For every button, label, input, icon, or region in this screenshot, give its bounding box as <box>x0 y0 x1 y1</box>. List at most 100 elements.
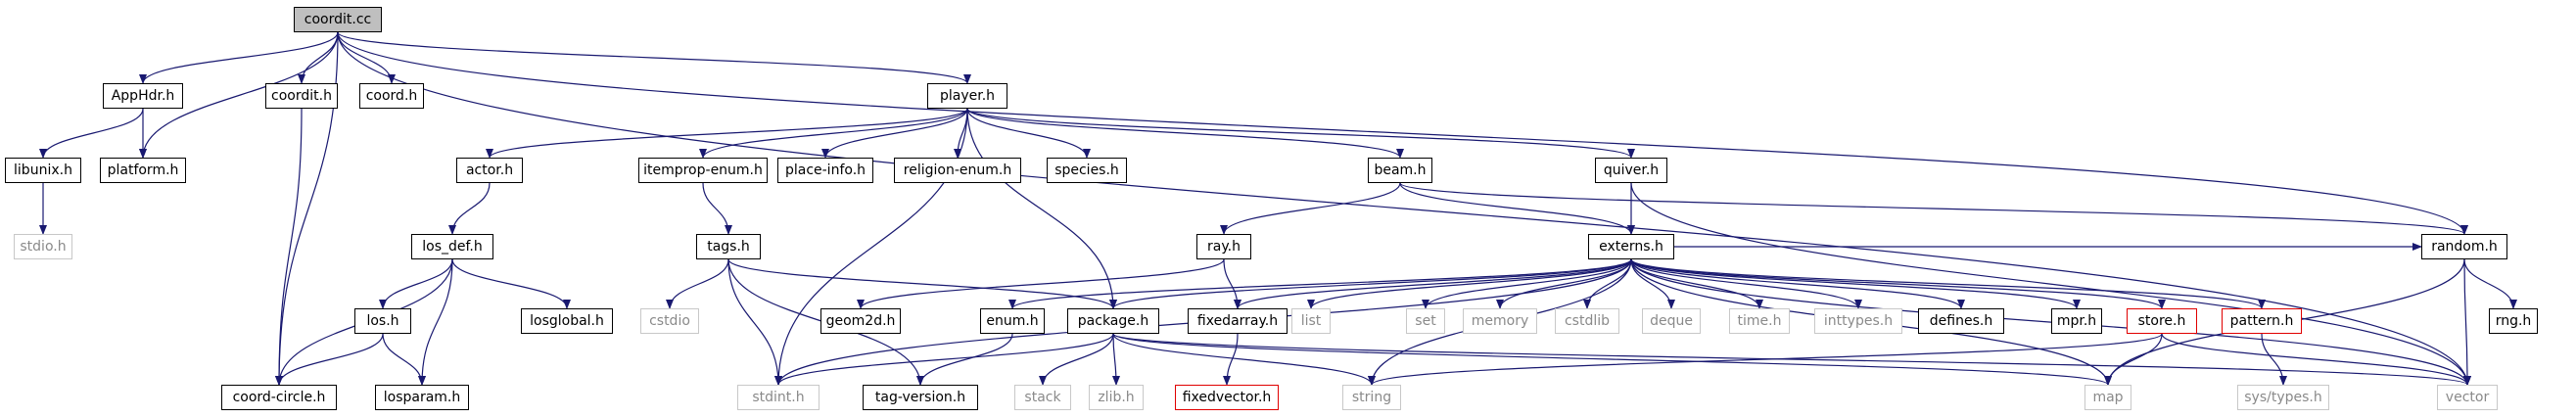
file-node-vector: vector <box>2437 385 2498 410</box>
edge-random-h-to-rng-h <box>2463 258 2517 309</box>
edge-externs-h-to-package-h <box>1109 258 1632 309</box>
file-node-mpr-h[interactable]: mpr.h <box>2051 308 2102 334</box>
file-node-coordit-cc[interactable]: coordit.cc <box>294 7 382 32</box>
edge-package-h-to-stack <box>1039 333 1114 386</box>
file-node-memory: memory <box>1463 308 1537 334</box>
edge-coordit-cc-to-player-h <box>337 31 971 84</box>
edge-externs-h-to-fixedarray-h <box>1234 258 1632 309</box>
file-node-coordit-h[interactable]: coordit.h <box>265 83 338 109</box>
edge-player-h-to-actor-h <box>486 108 968 159</box>
file-node-coord-circle-h[interactable]: coord-circle.h <box>221 385 337 410</box>
edge-tags-h-to-cstdio <box>666 258 729 309</box>
edge-pattern-h-to-sys-types-h <box>2261 333 2287 386</box>
edge-coordit-cc-to-coordit-h <box>298 31 339 84</box>
edge-random-h-to-vector <box>2462 258 2471 386</box>
edge-externs-h-to-deque <box>1630 258 1675 309</box>
edge-los-def-h-to-los-h <box>379 258 453 309</box>
file-node-package-h[interactable]: package.h <box>1067 308 1159 334</box>
file-node-sys-types-h: sys/types.h <box>2237 385 2329 410</box>
file-node-coord-h[interactable]: coord.h <box>359 83 424 109</box>
file-node-species-h[interactable]: species.h <box>1047 158 1127 183</box>
edge-itemprop-enum-h-to-tags-h <box>702 182 732 235</box>
edge-externs-h-to-vector <box>1630 258 2471 386</box>
edge-externs-h-to-mpr-h <box>1630 258 2081 309</box>
file-node-string: string <box>1342 385 1401 410</box>
file-node-actor-h[interactable]: actor.h <box>456 158 523 183</box>
edge-actor-h-to-los-def-h <box>448 182 491 235</box>
file-node-apphdr-h[interactable]: AppHdr.h <box>103 83 183 109</box>
edge-los-def-h-to-losglobal-h <box>451 258 571 309</box>
edge-enum-h-to-tag-version-h <box>916 333 1013 386</box>
edge-tags-h-to-stdint-h <box>727 258 782 386</box>
file-node-religion-enum-h[interactable]: religion-enum.h <box>894 158 1021 183</box>
file-node-geom2d-h[interactable]: geom2d.h <box>820 308 901 334</box>
file-node-losparam-h[interactable]: losparam.h <box>375 385 469 410</box>
file-node-pattern-h[interactable]: pattern.h <box>2222 308 2302 334</box>
edge-externs-h-to-defines-h <box>1630 258 1965 309</box>
edge-externs-h-to-list <box>1307 258 1632 309</box>
edge-player-h-to-species-h <box>966 108 1091 159</box>
edge-store-h-to-string <box>1368 333 2163 386</box>
edge-package-h-to-stdint-h <box>774 333 1114 386</box>
file-node-stack: stack <box>1014 385 1071 410</box>
edge-player-h-to-place-info-h <box>821 108 968 159</box>
edge-ray-h-to-fixedarray-h <box>1223 258 1241 309</box>
edge-coordit-cc-to-coord-h <box>337 31 396 84</box>
file-node-tags-h[interactable]: tags.h <box>696 234 761 259</box>
file-node-cstdio: cstdio <box>640 308 699 334</box>
file-node-list: list <box>1291 308 1331 334</box>
edge-beam-h-to-externs-h <box>1399 182 1635 235</box>
edge-beam-h-to-random-h <box>1399 182 2468 235</box>
edge-externs-h-to-set <box>1422 258 1632 309</box>
file-node-defines-h[interactable]: defines.h <box>1918 308 2004 334</box>
file-node-los-def-h[interactable]: los_def.h <box>411 234 493 259</box>
file-node-stdio-h: stdio.h <box>14 234 72 259</box>
edge-coordit-cc-to-vector <box>337 31 2471 386</box>
file-node-time-h: time.h <box>1729 308 1790 334</box>
file-node-tag-version-h[interactable]: tag-version.h <box>863 385 978 410</box>
edge-player-h-to-package-h <box>966 108 1117 309</box>
file-node-map: map <box>2084 385 2131 410</box>
file-node-los-h[interactable]: los.h <box>354 308 411 334</box>
file-node-deque: deque <box>1642 308 1701 334</box>
file-node-place-info-h[interactable]: place-info.h <box>777 158 873 183</box>
edge-coordit-h-to-coord-circle-h <box>275 108 303 386</box>
edge-externs-h-to-store-h <box>1630 258 2166 309</box>
file-node-player-h[interactable]: player.h <box>927 83 1007 109</box>
file-node-fixedarray-h[interactable]: fixedarray.h <box>1188 308 1288 334</box>
file-node-cstdlib: cstdlib <box>1555 308 1619 334</box>
file-node-ray-h[interactable]: ray.h <box>1196 234 1251 259</box>
file-node-set: set <box>1406 308 1445 334</box>
edge-store-h-to-map <box>2104 333 2163 386</box>
edge-apphdr-h-to-libunix-h <box>39 108 144 159</box>
edge-player-h-to-quiver-h <box>966 108 1635 159</box>
edge-package-h-to-map <box>1112 333 2112 386</box>
edge-fixedarray-h-to-fixedvector-h <box>1223 333 1239 386</box>
file-node-beam-h[interactable]: beam.h <box>1368 158 1432 183</box>
edge-tags-h-to-package-h <box>727 258 1117 309</box>
file-node-itemprop-enum-h[interactable]: itemprop-enum.h <box>638 158 768 183</box>
edge-quiver-h-to-vector <box>1630 182 2471 386</box>
file-node-externs-h[interactable]: externs.h <box>1588 234 1674 259</box>
edge-coordit-cc-to-platform-h <box>139 31 339 159</box>
edge-externs-h-to-pattern-h <box>1630 258 2266 309</box>
file-node-quiver-h[interactable]: quiver.h <box>1595 158 1667 183</box>
edge-coordit-cc-to-apphdr-h <box>139 31 339 84</box>
edge-los-def-h-to-losparam-h <box>418 258 453 386</box>
edge-beam-h-to-ray-h <box>1220 182 1401 235</box>
file-node-platform-h[interactable]: platform.h <box>100 158 186 183</box>
file-node-store-h[interactable]: store.h <box>2127 308 2197 334</box>
file-node-fixedvector-h[interactable]: fixedvector.h <box>1175 385 1279 410</box>
edge-player-h-to-beam-h <box>966 108 1404 159</box>
edge-externs-h-to-enum-h <box>1008 258 1632 309</box>
file-node-losglobal-h[interactable]: losglobal.h <box>521 308 613 334</box>
file-node-random-h[interactable]: random.h <box>2421 234 2507 259</box>
file-node-rng-h[interactable]: rng.h <box>2489 308 2538 334</box>
file-node-enum-h[interactable]: enum.h <box>980 308 1045 334</box>
file-node-libunix-h[interactable]: libunix.h <box>5 158 81 183</box>
edge-externs-h-to-memory <box>1496 258 1632 309</box>
edge-player-h-to-stdint-h <box>774 108 968 386</box>
edge-ray-h-to-geom2d-h <box>857 258 1225 309</box>
